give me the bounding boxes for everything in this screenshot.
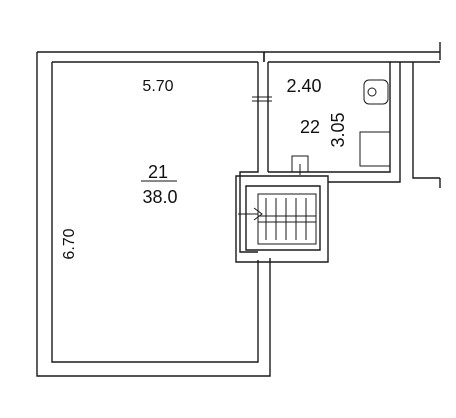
room-22-number: 22 xyxy=(300,117,320,137)
door-marks xyxy=(252,96,309,175)
dimension-room21-height: 6.70 xyxy=(61,228,78,259)
dimension-room22-width: 2.40 xyxy=(286,76,321,96)
room-partition xyxy=(239,61,413,253)
room-21-area: 38.0 xyxy=(142,187,177,207)
room-21-number: 21 xyxy=(148,162,168,182)
staircase xyxy=(235,175,329,263)
outer-walls xyxy=(36,42,441,377)
sanitary-fixtures xyxy=(359,79,391,167)
dimension-room21-width: 5.70 xyxy=(142,78,173,95)
dimension-room22-height: 3.05 xyxy=(328,112,348,147)
